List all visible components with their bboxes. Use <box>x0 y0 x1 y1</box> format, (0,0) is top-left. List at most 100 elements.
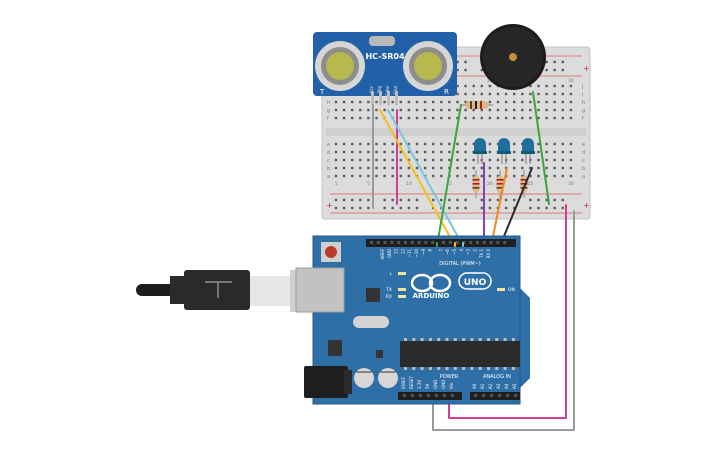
row-label: a <box>327 174 330 180</box>
power-pin-label: GND <box>441 380 446 389</box>
row-label: f <box>327 116 329 122</box>
row-label: i <box>582 92 583 98</box>
onboard-leds: L TX RX ON <box>385 271 515 300</box>
row-label: g <box>327 108 330 114</box>
sensor-pins <box>371 91 398 105</box>
microcontroller-chip <box>400 338 520 370</box>
analog-pin-label: A5 <box>512 383 517 389</box>
row-label: b <box>582 166 585 172</box>
regulator <box>328 340 342 356</box>
leds <box>473 138 535 164</box>
digital-pin-label: 7 <box>438 249 443 252</box>
led-tx-label: TX <box>385 287 392 293</box>
digital-pin-label: 12 <box>400 249 405 255</box>
sensor-pin-label: Trig <box>377 86 382 95</box>
digital-pin-label: 2 <box>472 249 477 252</box>
row-label: c <box>327 158 330 164</box>
usb-chip <box>366 288 380 302</box>
sensor-pin-label: Vcc <box>369 86 374 93</box>
row-label: j <box>581 84 583 90</box>
digital-pin-label: 13 <box>394 249 399 255</box>
sensor-r-mark: R <box>444 88 449 96</box>
resistor-led-1[interactable] <box>472 170 480 198</box>
piezo-buzzer[interactable] <box>480 24 546 90</box>
led-1[interactable] <box>473 138 487 164</box>
digital-pin-label: ~11 <box>407 249 412 258</box>
resistor-led-2[interactable] <box>496 170 504 198</box>
digital-pin-label: ~3 <box>466 249 471 255</box>
led-3[interactable] <box>521 138 535 164</box>
column-label: 5 <box>367 181 370 187</box>
wire-led3-black <box>499 167 533 247</box>
column-label: 1 <box>335 181 338 187</box>
digital-pin-label: ~9 <box>421 249 426 255</box>
power-pin-label: 5V <box>425 383 430 389</box>
capacitors <box>354 368 398 388</box>
row-label: b <box>327 166 330 172</box>
row-label: a <box>582 174 585 180</box>
column-label: 20 <box>487 181 493 187</box>
column-label: 15 <box>447 181 453 187</box>
power-pin-label: IOREF <box>401 376 406 389</box>
wire-5v-magenta <box>448 204 567 419</box>
digital-pin-label: ~10 <box>414 249 419 258</box>
sensor-t-mark: T <box>319 88 325 96</box>
row-label: e <box>327 142 330 148</box>
row-label: f <box>582 116 584 122</box>
analog-pin-label: A3 <box>496 383 501 389</box>
column-label: 30 <box>568 78 574 84</box>
wire-buzzer-green <box>436 104 462 247</box>
sensor-pin-label: Gnd <box>393 86 398 95</box>
sensor-model-label: HC-SR04 <box>365 52 405 61</box>
wire-echo-cyan <box>387 109 464 247</box>
power-pin-label: 3.3V <box>417 380 422 389</box>
model-label: UNO <box>464 278 487 288</box>
wire-led2-orange <box>490 167 508 247</box>
power-jack <box>304 366 352 398</box>
reset-button[interactable] <box>321 242 341 262</box>
analog-header-label: ANALOG IN <box>483 374 511 380</box>
digital-header-label: DIGITAL (PWM~) <box>439 261 481 267</box>
row-label: d <box>582 150 585 156</box>
row-label: g <box>582 108 585 114</box>
resistor-buzzer[interactable] <box>460 101 493 109</box>
column-label: 30 <box>568 181 574 187</box>
digital-pin-label: ~6 <box>445 249 450 255</box>
svg-text:+: + <box>583 64 590 73</box>
wires <box>372 91 575 431</box>
row-label: c <box>582 158 585 164</box>
wire-buzzer-gnd-green <box>532 91 550 205</box>
transmitter-transducer <box>315 41 365 91</box>
row-label: d <box>327 150 330 156</box>
digital-pin-label: 4 <box>459 249 464 252</box>
digital-pin-label: 8 <box>428 249 433 252</box>
usb-cable <box>136 270 314 312</box>
wire-ends <box>436 242 464 247</box>
digital-pin-label: TX 1 <box>479 249 484 259</box>
digital-pin-label: GND <box>387 249 392 258</box>
brand-label: ARDUINO <box>413 292 450 300</box>
receiver-transducer <box>403 41 453 91</box>
led-rx-label: RX <box>386 294 392 300</box>
arduino-logo: ARDUINO UNO <box>410 272 492 300</box>
crystal <box>353 316 389 328</box>
power-pin-label: Vin <box>449 382 454 389</box>
wire-gnd-gray <box>432 210 575 431</box>
wire-trig-yellow <box>379 109 456 247</box>
column-label: 10 <box>406 181 412 187</box>
power-header-label: POWER <box>440 374 459 380</box>
digital-pin-label: RX 0 <box>486 249 491 259</box>
led-2[interactable] <box>497 138 511 164</box>
row-label: e <box>582 142 585 148</box>
analog-pin-label: A4 <box>504 383 509 389</box>
column-label: 20 <box>487 78 493 84</box>
sensor-pin-label: Echo <box>385 85 390 95</box>
led-on-label: ON <box>508 287 515 293</box>
